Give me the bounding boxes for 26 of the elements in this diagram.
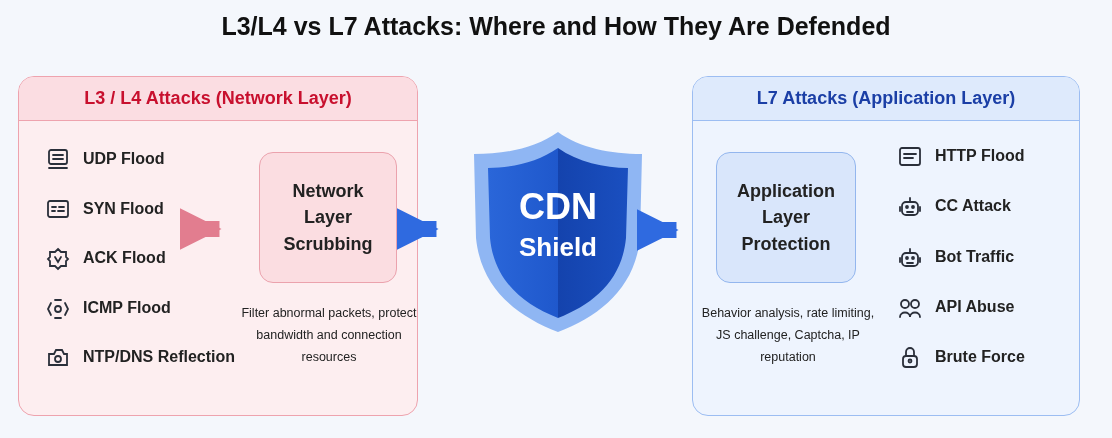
attack-label: NTP/DNS Reflection: [83, 348, 235, 366]
arrow: [396, 208, 439, 250]
attack-label: API Abuse: [935, 298, 1015, 316]
attack-label: Brute Force: [935, 348, 1025, 366]
panel-header: L3 / L4 Attacks (Network Layer): [19, 77, 417, 121]
description-text: Filter abnormal packets, protect bandwidth and connection resources: [241, 305, 417, 366]
attack-label: ICMP Flood: [83, 299, 171, 317]
attack-label: CC Attack: [935, 197, 1011, 215]
arrow: [636, 209, 679, 251]
box-label: Network Layer Scrubbing: [282, 180, 374, 256]
box-label: Application Layer Protection: [736, 180, 836, 256]
description-text: Behavior analysis, rate limiting, JS challenge, Captcha, IP reputation: [700, 305, 876, 366]
attack-label: SYN Flood: [83, 200, 164, 218]
shield-label: Shield: [518, 232, 598, 263]
attack-label: ACK Flood: [83, 249, 166, 267]
attack-label: HTTP Flood: [935, 147, 1025, 165]
shield-title: CDN: [518, 186, 598, 228]
panel: [18, 76, 418, 416]
attack-label: Bot Traffic: [935, 248, 1015, 266]
panel-header: L7 Attacks (Application Layer): [693, 77, 1079, 121]
process-box: [259, 152, 397, 283]
panel: [692, 76, 1080, 416]
arrow: [179, 208, 222, 250]
title: L3/L4 vs L7 Attacks: Where and How They Are Defended: [220, 12, 892, 41]
process-box: [716, 152, 856, 283]
attack-label: UDP Flood: [83, 150, 165, 168]
